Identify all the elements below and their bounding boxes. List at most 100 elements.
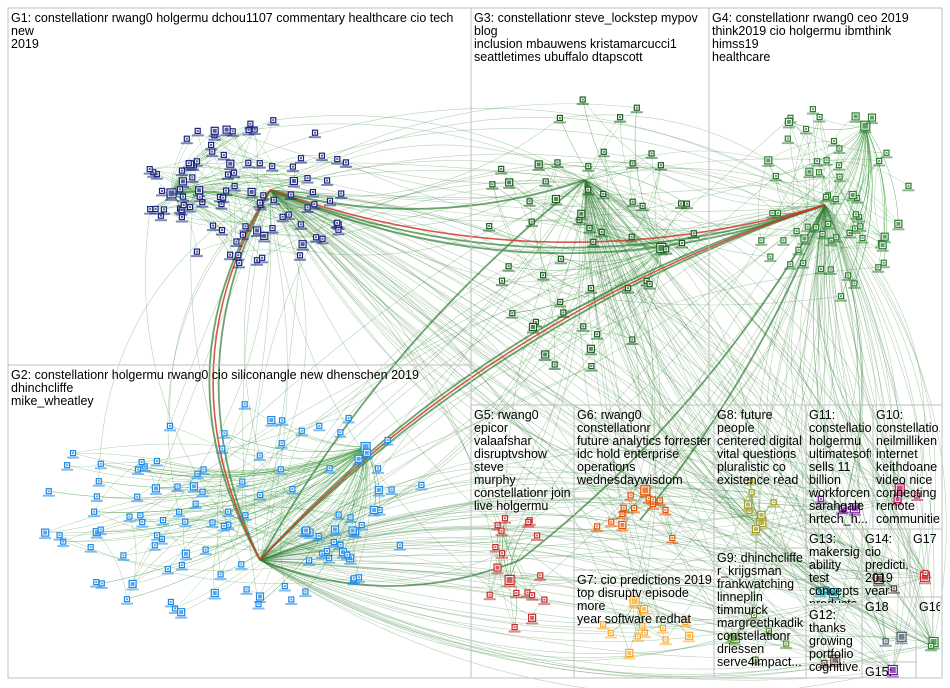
graph-node-label-mark [642,501,655,504]
graph-node-label-mark [265,424,278,427]
graph-node-label-mark [163,429,176,432]
graph-node-avatar [196,129,199,132]
graph-node-avatar [898,633,905,640]
graph-node-label-mark [811,164,824,167]
graph-node-label-mark [527,331,539,334]
graph-node-avatar [139,514,142,517]
graph-node-avatar [862,122,869,129]
edge [232,131,339,231]
graph-node-label-mark [222,528,235,531]
graph-node-label-mark [230,245,243,247]
edge [538,164,662,249]
graph-node-label-mark [576,103,589,105]
graph-node-avatar [838,147,841,150]
graph-node-avatar [210,143,213,146]
edge [167,446,366,570]
graph-node-label-mark [173,515,186,518]
graph-node-label-mark [743,514,756,517]
edge [501,179,586,531]
edge [634,204,826,602]
graph-node-label-mark [666,541,679,544]
graph-node-label-mark [360,457,373,460]
edge [222,446,366,459]
graph-node-avatar [195,160,198,163]
edge [824,204,861,663]
group-label-line: neilmilliken [876,434,938,448]
edge [149,166,331,201]
edge [129,516,137,584]
edge [802,125,866,264]
graph-node-avatar [631,338,634,341]
group-label-line: G16 [919,601,940,614]
graph-node-avatar [833,140,835,142]
graph-node-avatar [280,442,283,445]
group-label-line: holgermu [809,434,862,448]
edge [824,204,924,671]
graph-node-avatar [620,522,625,527]
graph-node-label-mark [341,558,354,561]
graph-node-avatar [126,598,128,601]
edge [508,201,633,267]
edge [584,179,664,629]
edge [259,528,886,642]
graph-node-label-mark [745,495,758,498]
graph-node-label-mark [136,525,149,528]
graph-node-avatar [687,633,692,638]
graph-node-avatar [664,508,667,511]
graph-node-avatar [211,150,214,153]
edge [584,179,932,646]
edge [280,468,330,473]
graph-node-label-mark [123,520,136,523]
graph-node-avatar [180,169,183,172]
graph-node-avatar [262,194,265,197]
graph-node-label-mark [186,180,199,183]
edge [205,446,366,550]
group-panel-g17 [909,528,943,598]
edge [768,160,808,227]
edge [137,473,198,497]
group-label-line: cognitive... [809,660,860,674]
edge [775,175,885,237]
graph-node-avatar [588,346,593,351]
edge [582,99,662,249]
edge [835,125,866,200]
edge [269,189,498,568]
edge [584,179,631,496]
graph-node-label-mark [309,136,321,139]
graph-node-label-mark [169,612,181,614]
graph-node-label-mark [331,162,344,165]
graph-node-label-mark [523,204,536,207]
edge [802,244,883,264]
graph-node-avatar [136,468,139,471]
graph-node-avatar [806,225,809,228]
graph-node-label-mark [687,236,700,239]
graph-node-label-mark [849,217,862,220]
graph-node-avatar [789,263,792,266]
graph-node-label-mark [499,521,511,524]
edge [142,446,366,523]
edge [544,204,826,355]
edge [587,189,662,249]
graph-node-avatar [856,197,858,200]
edge [818,125,866,173]
graph-node-avatar [240,563,243,566]
edge [768,140,835,161]
graph-node-avatar [235,240,238,243]
graph-node-avatar [376,488,381,493]
graph-node-label-mark [347,581,360,584]
edge [259,559,895,629]
graph-node-label-mark [815,272,827,275]
graph-node-label-mark [496,284,508,287]
edge [584,179,661,499]
graph-node-label-mark [872,584,885,587]
graph-node-avatar [201,490,204,493]
edge [185,446,366,555]
graph-node-avatar [219,573,222,576]
graph-node-avatar [895,497,900,501]
edge [854,125,873,284]
edge [584,179,822,499]
edge [182,181,273,229]
graph-node-avatar [769,255,772,258]
edge [171,181,313,194]
graph-node-avatar [153,544,156,547]
